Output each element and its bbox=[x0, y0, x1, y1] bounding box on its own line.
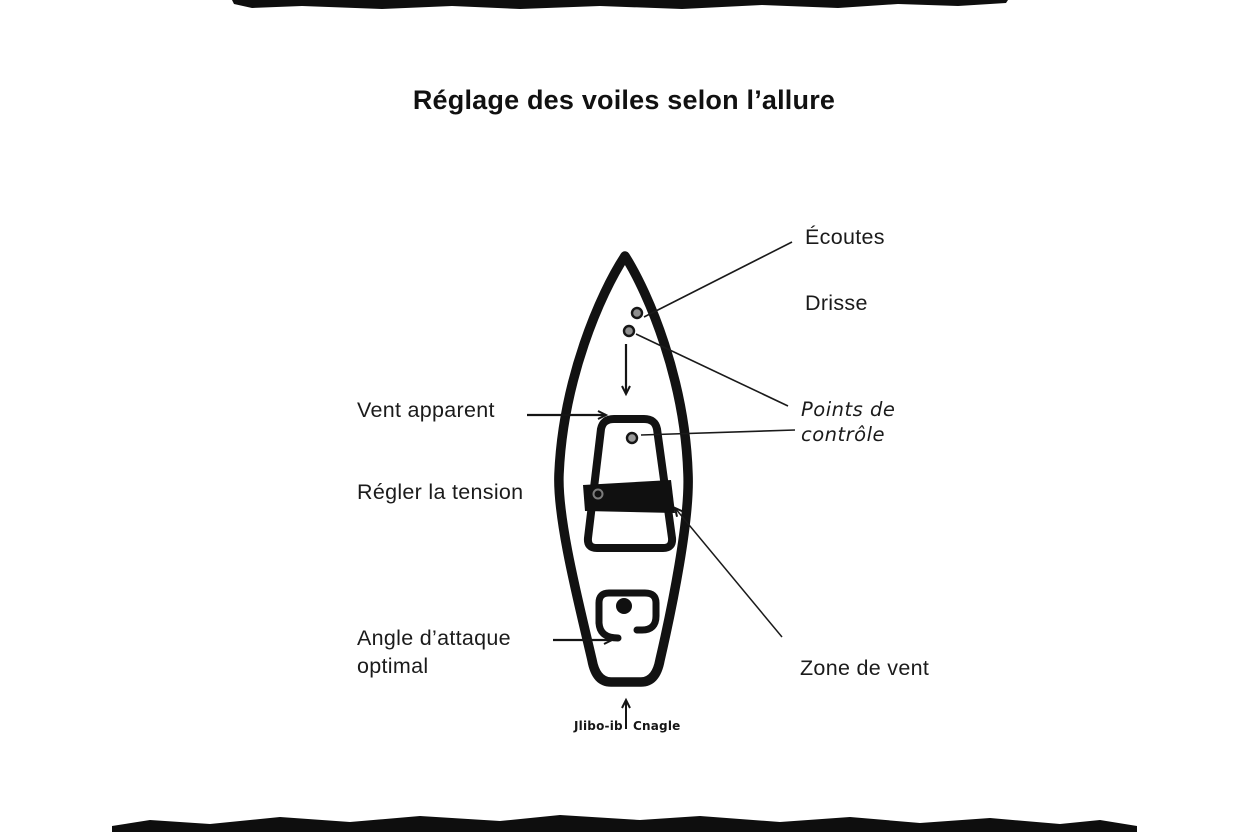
tiller-dot-icon bbox=[616, 598, 632, 614]
label-drisse: Drisse bbox=[805, 291, 868, 315]
caption-right: Cnagle bbox=[633, 719, 681, 733]
page-title: Réglage des voiles selon l’allure bbox=[412, 85, 836, 115]
label-points-de-controle: Points de contrôle bbox=[801, 398, 895, 448]
sheet-ring-icon bbox=[630, 306, 644, 320]
boat-hull-outline bbox=[554, 251, 693, 687]
ecoutes-leader-line bbox=[643, 241, 793, 318]
mainsail-outline bbox=[583, 415, 677, 552]
label-angle-attaque: Angle d’attaque optimal bbox=[357, 625, 511, 681]
label-angle-line1: Angle d’attaque bbox=[357, 626, 511, 650]
ink-streak-bottom bbox=[112, 815, 1137, 832]
points-controle-leader-line bbox=[635, 333, 789, 407]
label-angle-line2: optimal bbox=[357, 653, 429, 678]
label-regler-tension: Régler la tension bbox=[357, 480, 524, 504]
label-vent-apparent: Vent apparent bbox=[357, 398, 495, 422]
zone-de-vent-arrow bbox=[673, 506, 783, 638]
boom-band bbox=[583, 480, 675, 513]
controle-leader-line bbox=[640, 429, 796, 436]
caption-left: Jlibo-ib bbox=[574, 719, 623, 733]
halyard-ring-icon bbox=[622, 324, 636, 338]
label-zone-de-vent: Zone de vent bbox=[800, 656, 930, 680]
sail-control-ring-icon bbox=[625, 431, 639, 445]
boom-grommet-icon bbox=[592, 488, 604, 500]
label-ecoutes: Écoutes bbox=[805, 225, 885, 249]
label-points-line1: Points de bbox=[801, 398, 896, 421]
ink-streak-top bbox=[232, 0, 1008, 9]
cockpit-outline bbox=[595, 589, 660, 642]
label-points-line2: contrôle bbox=[801, 422, 886, 446]
